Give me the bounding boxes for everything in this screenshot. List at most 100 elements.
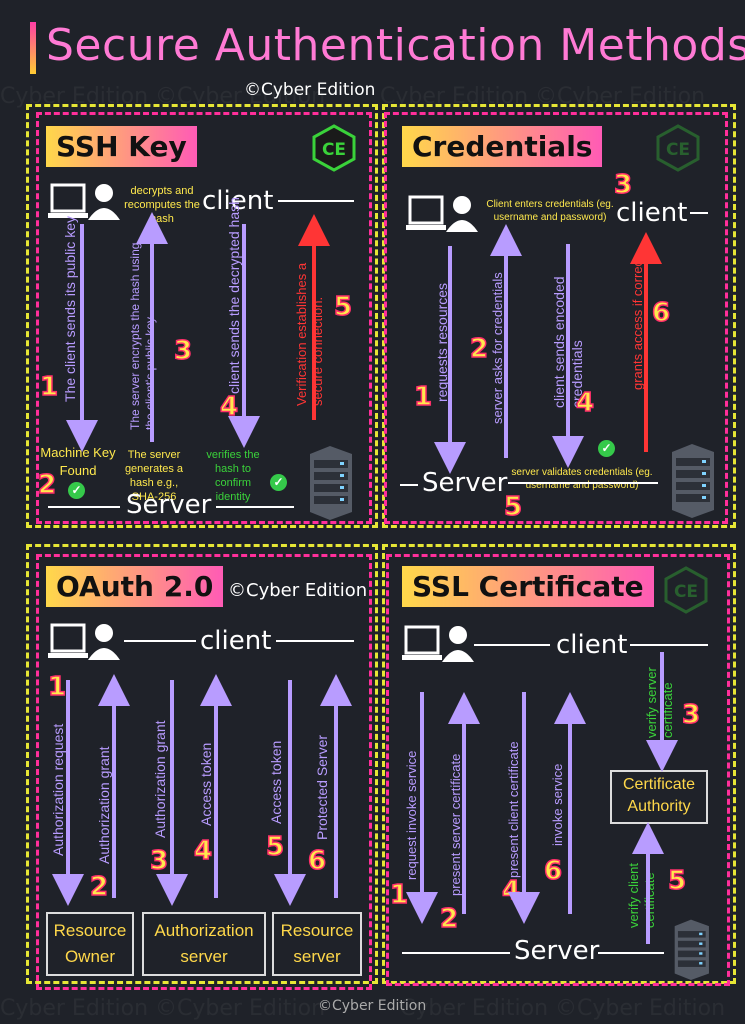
cred-badge: Credentials <box>402 126 603 167</box>
ssl-step5-label: verify client certificate <box>626 862 657 928</box>
ssl-panel-inner-border <box>386 554 730 986</box>
ssl-step6-label: invoke service <box>550 763 565 846</box>
ssh-step5-label: Verification establishes a secure connec… <box>294 262 325 406</box>
oauth-step5-label: Access token <box>268 740 284 824</box>
ssh-step3-label: The server encrypts the hash using the c… <box>128 242 157 430</box>
oauth-step-number: 3 <box>149 845 169 877</box>
oauth-panel-inner-border <box>36 554 372 990</box>
ssh-step-number: 5 <box>333 291 353 323</box>
laptop-user-icon <box>402 625 474 662</box>
ssh-machine-key-note: Machine Key Found <box>40 445 116 478</box>
oauth-step-number: 5 <box>265 831 285 863</box>
watermark: Cyber Edition ©Cyber Edition <box>400 996 726 1021</box>
ssl-step3-label: verify server certificate <box>644 667 675 738</box>
ssl-ca-box: Certificate Authority <box>610 770 708 824</box>
cred-bottom-note: server validates credentials (eg. userna… <box>511 467 653 491</box>
laptop-user-icon <box>406 195 478 232</box>
ssh-step-number: 2 <box>37 469 57 501</box>
cred-step4-label: client sends encoded credentials <box>551 276 585 408</box>
cred-client-line <box>690 212 708 214</box>
oauth-step-number: 2 <box>89 871 109 903</box>
cred-server-label: Server <box>422 468 508 498</box>
ce-logo-icon: CE <box>312 124 356 172</box>
ssh-step-number: 1 <box>39 371 59 403</box>
oauth-credit: ©Cyber Edition <box>228 580 368 601</box>
ssh-step1-label: The client sends its public key <box>62 216 78 402</box>
ssl-panel-border <box>382 544 736 984</box>
title-accent-bar <box>30 22 36 74</box>
cred-step-number: 5 <box>503 491 523 523</box>
ssh-server-line <box>216 506 294 508</box>
page-title: Secure Authentication Methods <box>46 20 745 71</box>
oauth-panel-border <box>26 544 378 984</box>
check-icon: ✓ <box>68 482 85 499</box>
ssl-step-number: 2 <box>439 903 459 935</box>
page-footer: ©Cyber Edition <box>318 998 427 1014</box>
cred-step-number: 4 <box>575 387 595 419</box>
oauth-step-number: 6 <box>307 845 327 877</box>
ssl-server-label: Server <box>514 936 600 966</box>
ssh-client-label: client <box>202 186 274 216</box>
server-rack-icon <box>674 919 709 980</box>
oauth-step6-label: Protected Server <box>314 734 330 840</box>
cred-step1-label: requests resources <box>434 282 450 402</box>
ssl-server-line <box>402 952 510 954</box>
ssh-badge: SSH Key <box>46 126 197 167</box>
cred-server-line <box>508 482 658 484</box>
ssl-client-line <box>474 644 550 646</box>
cred-step6-label: grants access if correct <box>630 256 645 390</box>
cred-step-number: 3 <box>613 169 633 201</box>
oauth-step-number: 4 <box>193 835 213 867</box>
cred-client-label: client <box>616 198 688 228</box>
ssl-step1-label: request invoke service <box>404 750 419 880</box>
ssl-badge: SSL Certificate <box>402 566 654 607</box>
server-rack-icon <box>672 444 714 518</box>
ce-logo-text: CE <box>322 140 346 160</box>
cred-step-number: 6 <box>651 297 671 329</box>
ssh-panel-inner-border <box>36 112 372 524</box>
ssh-top-note: decrypts and recomputes the hash <box>124 185 200 225</box>
laptop-user-icon <box>48 623 120 660</box>
cred-panel-border <box>382 104 736 528</box>
oauth-client-label: client <box>200 626 272 656</box>
oauth-resource-owner-box: Resource Owner <box>46 912 134 976</box>
check-icon: ✓ <box>598 440 615 457</box>
cred-server-line <box>400 484 418 486</box>
watermark: Cyber Edition ©Cyber Edition <box>0 996 326 1021</box>
ssl-step-number: 4 <box>501 875 521 907</box>
ssh-step4-label: client sends the decrypted hash <box>226 197 242 394</box>
ssl-step4-label: present client certificate <box>506 741 521 878</box>
ce-logo-icon: CE <box>664 566 708 614</box>
cred-step-number: 2 <box>469 333 489 365</box>
oauth-badge: OAuth 2.0 <box>46 566 224 607</box>
ssl-step-number: 6 <box>543 855 563 887</box>
page-subtitle: ©Cyber Edition <box>244 80 376 100</box>
oauth-client-line <box>124 640 196 642</box>
ssh-server-line <box>48 506 120 508</box>
ssl-step-number: 1 <box>389 879 409 911</box>
ssl-client-label: client <box>556 630 628 660</box>
oauth-step-number: 1 <box>47 671 67 703</box>
ssl-client-line <box>630 644 708 646</box>
ssh-gen-hash-note: The server generates a hash e.g., SHA-25… <box>124 449 184 503</box>
ce-logo-text: CE <box>674 582 698 602</box>
server-rack-icon <box>310 446 352 520</box>
ssh-verify-hash-note: verifies the hash to confirm identity <box>206 449 260 503</box>
oauth-resource-server-box: Resource server <box>272 912 362 976</box>
oauth-step2-label: Authorization grant <box>96 746 112 864</box>
ce-logo-text: CE <box>666 140 690 160</box>
cred-step-number: 1 <box>413 381 433 413</box>
ssh-step-number: 3 <box>173 335 193 367</box>
laptop-user-icon <box>48 183 120 220</box>
ssl-step2-label: present server certificate <box>448 753 463 896</box>
ce-logo-icon: CE <box>656 124 700 172</box>
check-icon: ✓ <box>270 474 287 491</box>
ssh-server-label: Server <box>126 490 212 520</box>
cred-panel-inner-border <box>384 112 728 524</box>
ssl-step-number: 3 <box>681 699 701 731</box>
ssh-panel-border <box>26 104 378 528</box>
oauth-step4-label: Access token <box>198 742 214 826</box>
oauth-auth-server-box: Authorization server <box>142 912 266 976</box>
cred-top-note: Client enters credentials (eg. username … <box>486 199 614 223</box>
ssl-server-line <box>598 952 664 954</box>
